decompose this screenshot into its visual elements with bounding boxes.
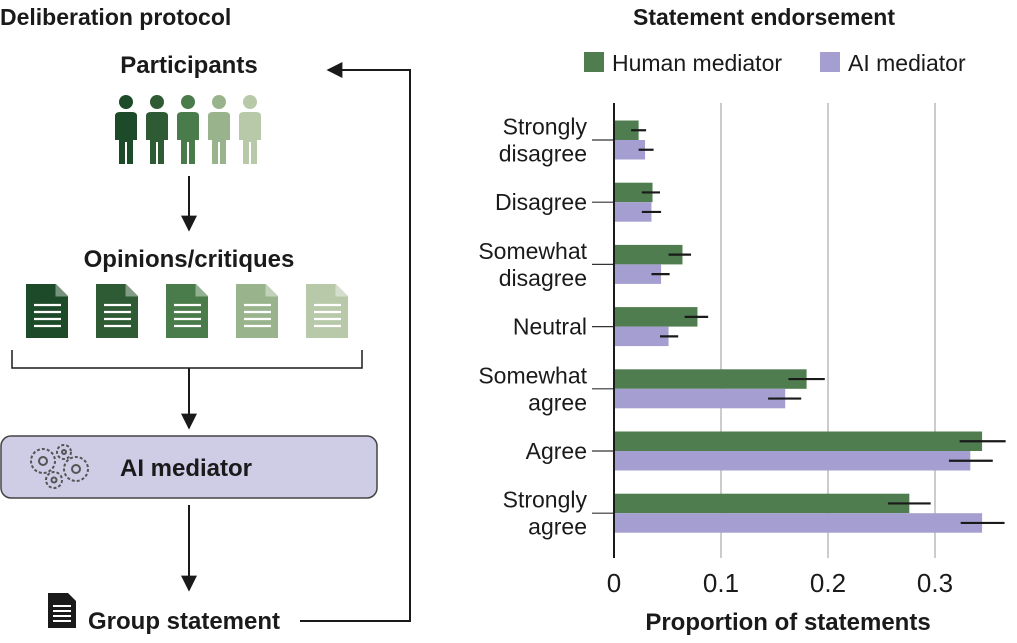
person-body: [115, 112, 137, 164]
document-fold: [125, 284, 138, 297]
group-statement-document-icon: [48, 593, 76, 628]
legend: Human mediator AI mediator: [584, 50, 966, 76]
ai-bar: [614, 264, 662, 284]
ai-bar: [614, 140, 646, 160]
document-lines: [34, 303, 61, 328]
ai-bar: [614, 388, 786, 409]
category-label: Somewhat: [478, 238, 587, 264]
document-icon: [26, 284, 68, 338]
human-bar: [614, 431, 983, 451]
person-icon: [115, 95, 137, 164]
person-body: [177, 112, 199, 164]
x-axis-label: Proportion of statements: [645, 609, 930, 636]
document-icon: [166, 284, 208, 338]
x-tick-label: 0.2: [810, 568, 846, 598]
human-bar: [614, 493, 910, 514]
participants-icons: [115, 95, 261, 164]
document-icon: [236, 284, 278, 338]
opinion-document-icons: [26, 284, 348, 338]
person-head: [243, 95, 257, 109]
ai-mediator-label: AI mediator: [120, 455, 252, 482]
human-bar: [614, 182, 653, 203]
ai-mediator-box: [0, 435, 378, 499]
person-body: [146, 112, 168, 164]
document-fold: [335, 284, 348, 297]
category-label: Agree: [526, 438, 587, 464]
x-tick-label: 0.3: [917, 568, 953, 598]
person-icon: [146, 95, 168, 164]
legend-swatch-human: [584, 52, 604, 72]
ai-bar: [614, 326, 669, 347]
ai-bar: [614, 451, 971, 471]
chart-title: Statement endorsement: [633, 4, 895, 30]
document-fold: [195, 284, 208, 297]
protocol-title: Deliberation protocol: [0, 4, 231, 30]
document-icon: [306, 284, 348, 338]
opinions-label: Opinions/critiques: [84, 246, 295, 273]
human-bar: [614, 244, 683, 265]
person-icon: [208, 95, 230, 164]
human-bar: [614, 369, 807, 389]
human-bar: [614, 307, 698, 327]
person-icon: [239, 95, 261, 164]
legend-swatch-ai: [820, 52, 840, 72]
legend-label-human: Human mediator: [612, 50, 782, 76]
category-label: Somewhat: [478, 362, 587, 388]
category-label: Neutral: [513, 314, 587, 340]
person-head: [119, 95, 133, 109]
document-fold: [55, 284, 68, 297]
person-head: [150, 95, 164, 109]
category-label: Strongly: [503, 487, 588, 513]
category-label: disagree: [499, 141, 587, 167]
category-label: Strongly: [503, 114, 588, 140]
person-body: [239, 112, 261, 164]
person-icon: [177, 95, 199, 164]
person-body: [208, 112, 230, 164]
category-label: Disagree: [495, 189, 587, 215]
person-head: [181, 95, 195, 109]
participants-label: Participants: [120, 52, 257, 79]
document-lines: [104, 303, 131, 328]
x-tick-label: 0.1: [703, 568, 739, 598]
legend-label-ai: AI mediator: [848, 50, 966, 76]
human-bar: [614, 120, 639, 140]
document-lines: [244, 303, 271, 328]
category-label: agree: [528, 514, 587, 540]
document-lines: [174, 303, 201, 328]
feedback-arrow: [300, 62, 411, 622]
document-fold: [265, 284, 278, 297]
x-tick-label: 0: [607, 568, 621, 598]
ai-bar: [614, 202, 652, 222]
ai-bar: [614, 513, 983, 533]
group-statement-label: Group statement: [88, 608, 280, 635]
document-lines: [314, 303, 341, 328]
category-label: disagree: [499, 265, 587, 291]
document-icon: [96, 284, 138, 338]
category-label: agree: [528, 389, 587, 415]
person-head: [212, 95, 226, 109]
bracket: [11, 350, 363, 369]
gears-icon: [30, 444, 89, 489]
